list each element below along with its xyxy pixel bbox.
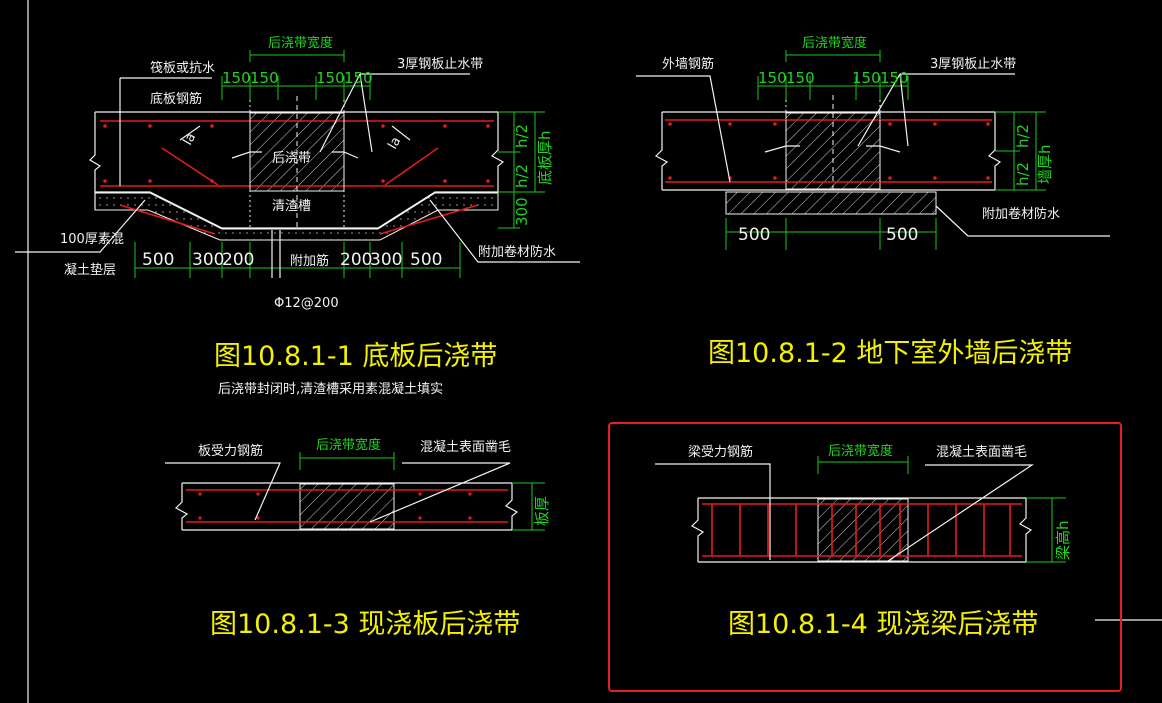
fig1-h2-top: h/2 <box>513 124 531 148</box>
fig2-waterstop-label: 3厚钢板止水带 <box>930 57 1016 72</box>
fig3-chisel-label: 混凝土表面凿毛 <box>420 439 511 455</box>
fig2-membrane-label: 附加卷材防水 <box>982 206 1060 222</box>
fig1-cushion-line2: 凝土垫层 <box>64 262 116 278</box>
fig2-wall-bar-label: 外墙钢筋 <box>662 56 714 72</box>
fig1-add-bar-spec: Φ12@200 <box>274 296 339 311</box>
fig1-la-right: la <box>385 134 404 152</box>
fig1-caption: 图10.8.1-1 底板后浇带 <box>214 341 497 372</box>
fig1-slag-label: 清渣槽 <box>272 199 311 214</box>
fig2-dim-top-1: 150 <box>758 69 787 87</box>
fig1-thickness: 底板厚h <box>536 130 554 185</box>
fig4-caption: 图10.8.1-4 现浇梁后浇带 <box>728 609 1038 640</box>
fig1-membrane-label: 附加卷材防水 <box>478 244 556 260</box>
fig1-dim-bottom-3: 200 <box>222 250 254 270</box>
fig2-dim-top-3: 150 <box>852 69 881 87</box>
fig3-caption: 图10.8.1-3 现浇板后浇带 <box>210 609 520 640</box>
fig1-bottom-bar-label: 底板钢筋 <box>150 91 202 107</box>
fig2-h2-top: h/2 <box>1014 124 1032 148</box>
fig1-la-left: la <box>180 130 199 148</box>
fig1-width-label: 后浇带宽度 <box>268 35 333 51</box>
fig1-dim-bottom-2: 300 <box>192 250 224 270</box>
figure-basement-wall-post-pour-strip <box>636 50 1110 250</box>
fig4-bar-label: 梁受力钢筋 <box>688 444 753 460</box>
fig1-raft-label: 筏板或抗水 <box>150 60 215 76</box>
beam-stirrups <box>711 504 1011 556</box>
fig1-dim-bottom-5: 300 <box>370 250 402 270</box>
fig2-h2-bottom: h/2 <box>1014 162 1032 186</box>
fig1-add-bar-label: 附加筋 <box>290 253 329 269</box>
fig2-dim-top-4: 150 <box>880 69 909 87</box>
selection-highlight-box[interactable] <box>608 422 1122 692</box>
fig1-depth: 300 <box>513 197 531 226</box>
fig4-height: 梁高h <box>1054 520 1072 560</box>
fig4-width-label: 后浇带宽度 <box>828 443 893 459</box>
fig1-dim-top-1: 150 <box>222 69 251 87</box>
fig2-dim-top-2: 150 <box>786 69 815 87</box>
fig1-dim-bottom-4: 200 <box>340 250 372 270</box>
fig1-dim-top-3: 150 <box>316 69 345 87</box>
fig4-chisel-label: 混凝土表面凿毛 <box>936 444 1027 460</box>
fig2-width-label: 后浇带宽度 <box>802 35 867 51</box>
fig1-cushion-line1: 100厚素混 <box>60 232 124 247</box>
fig3-thickness: 板厚 <box>533 496 551 526</box>
figure-slab-post-pour-strip <box>15 50 580 278</box>
figure-cast-beam-post-pour-strip <box>655 456 1162 621</box>
fig3-bar-label: 板受力钢筋 <box>198 443 263 459</box>
figure-cast-slab-post-pour-strip <box>165 452 545 531</box>
fig1-post-pour-label: 后浇带 <box>272 151 311 166</box>
fig1-dim-bottom-1: 500 <box>142 250 174 270</box>
fig2-dim-bottom-1: 500 <box>738 225 770 245</box>
fig1-h2-bottom: h/2 <box>513 164 531 188</box>
fig1-dim-top-4: 150 <box>344 69 373 87</box>
fig1-dim-top-2: 150 <box>250 69 279 87</box>
fig1-note: 后浇带封闭时,清渣槽采用素混凝土填实 <box>218 381 443 397</box>
fig1-dim-bottom-6: 500 <box>410 250 442 270</box>
fig2-thickness: 墙厚h <box>1036 144 1054 184</box>
fig2-caption: 图10.8.1-2 地下室外墙后浇带 <box>708 338 1072 369</box>
fig2-dim-bottom-2: 500 <box>886 225 918 245</box>
fig1-waterstop-label: 3厚钢板止水带 <box>397 57 483 72</box>
fig3-width-label: 后浇带宽度 <box>316 437 381 453</box>
